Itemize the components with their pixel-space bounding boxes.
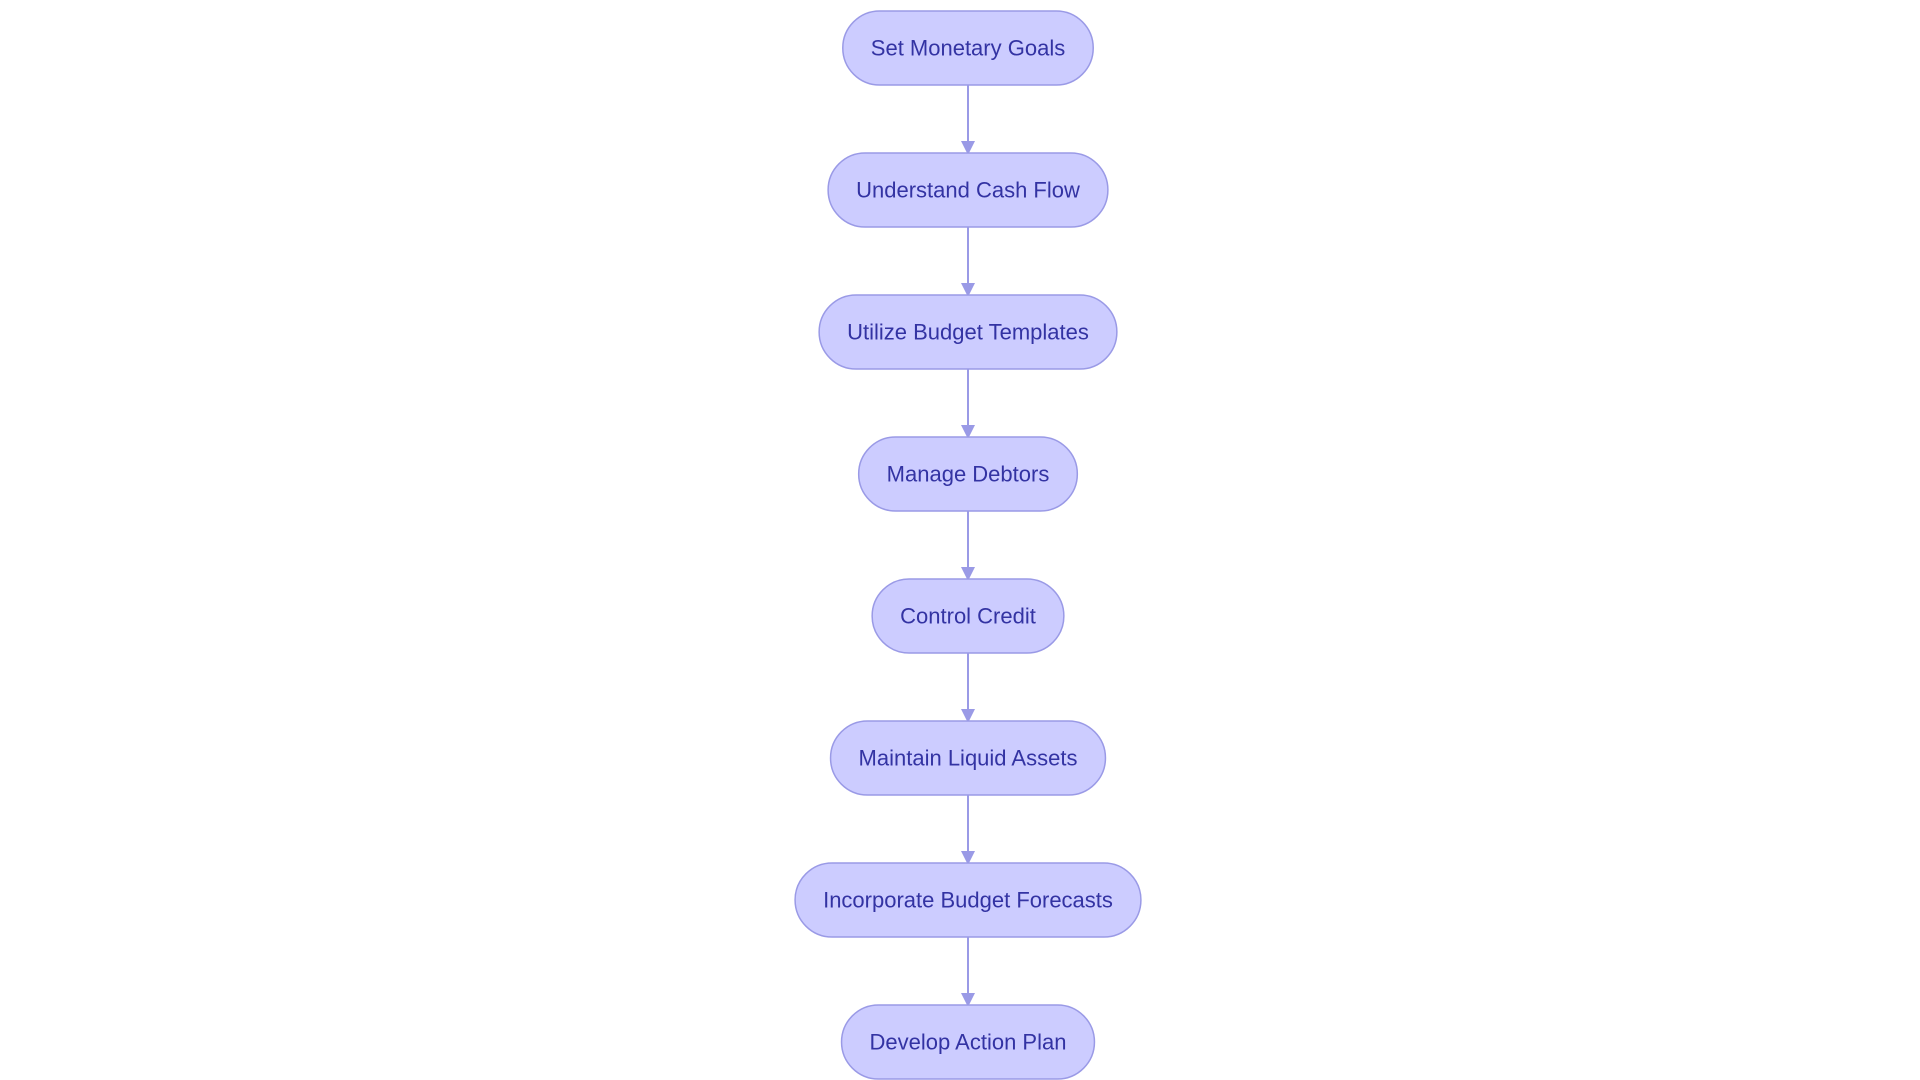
flow-node-label: Utilize Budget Templates [847,320,1089,345]
flow-node-label: Maintain Liquid Assets [859,746,1078,771]
flow-node-shape [818,294,1118,370]
flow-node-maintain-liquid-assets: Maintain Liquid Assets [829,720,1107,796]
flow-node-set-monetary-goals: Set Monetary Goals [842,10,1094,86]
flow-node-label: Develop Action Plan [870,1030,1067,1055]
flow-node-utilize-budget-templates: Utilize Budget Templates [818,294,1118,370]
flow-node-shape [794,862,1142,938]
flow-node-shape [829,720,1107,796]
flow-node-label: Control Credit [900,604,1036,629]
flow-node-shape [871,578,1065,654]
flow-node-understand-cash-flow: Understand Cash Flow [827,152,1109,228]
flow-node-label: Manage Debtors [887,462,1050,487]
flow-node-manage-debtors: Manage Debtors [857,436,1079,512]
flow-node-shape [842,10,1094,86]
flow-node-incorporate-budget-forecasts: Incorporate Budget Forecasts [794,862,1142,938]
flow-node-label: Set Monetary Goals [871,36,1065,61]
flow-node-label: Understand Cash Flow [856,178,1080,203]
flow-node-label: Incorporate Budget Forecasts [823,888,1113,913]
flow-node-shape [827,152,1109,228]
flow-node-control-credit: Control Credit [871,578,1065,654]
flow-node-shape [840,1004,1096,1080]
flow-node-shape [857,436,1079,512]
flow-node-develop-action-plan: Develop Action Plan [840,1004,1096,1080]
